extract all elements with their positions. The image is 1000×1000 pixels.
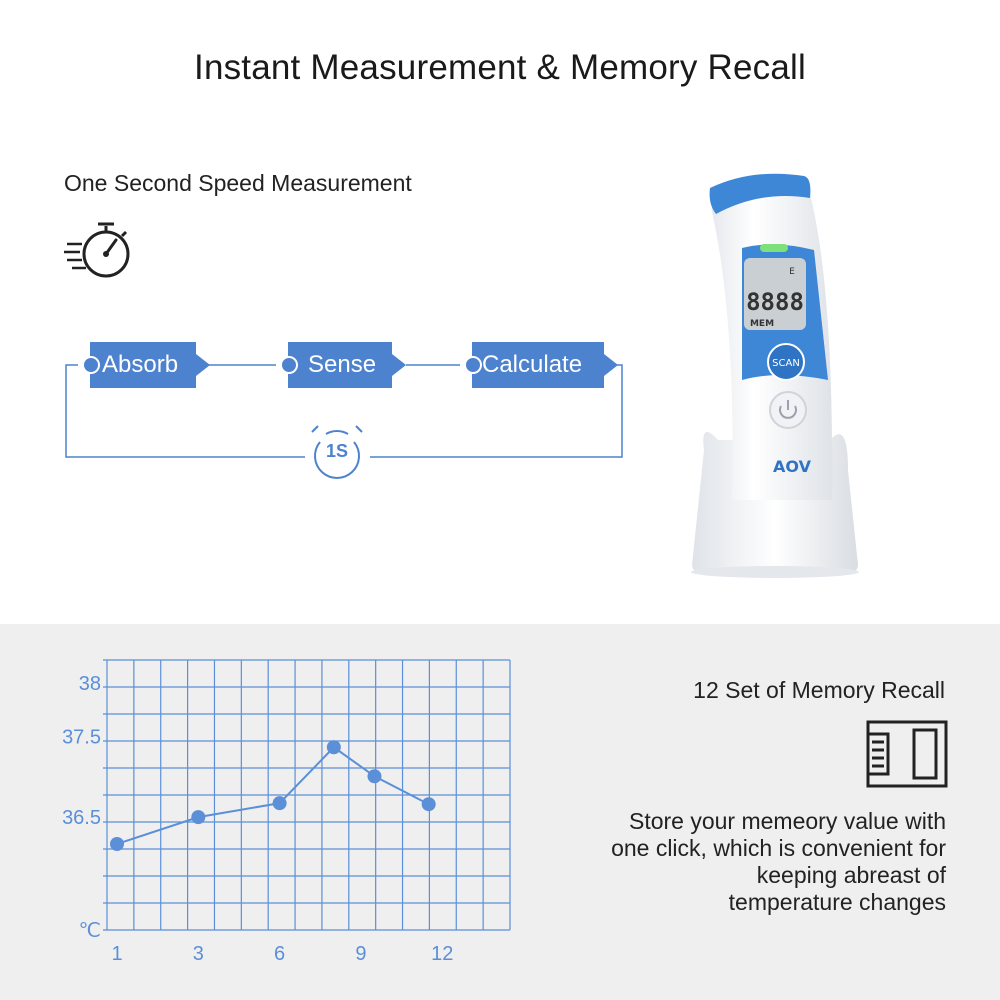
- x-tick-label: 9: [355, 943, 366, 965]
- y-tick-label: 38: [79, 673, 101, 695]
- data-point: [272, 796, 287, 811]
- power-icon: [779, 405, 797, 419]
- memory-desc-line: temperature changes: [728, 889, 946, 915]
- stopwatch-icon: [64, 222, 130, 278]
- timer-badge: 1S: [308, 422, 366, 480]
- data-point: [326, 740, 341, 755]
- x-tick-label: 3: [193, 943, 204, 965]
- step-absorb: Absorb: [82, 342, 210, 388]
- step-dot: [464, 356, 482, 374]
- step-sense: Sense: [280, 342, 406, 388]
- y-tick-label: 37.5: [62, 727, 101, 749]
- main-title: Instant Measurement & Memory Recall: [194, 48, 806, 87]
- lcd-unit: E: [789, 267, 795, 277]
- memory-desc-line: Store your memeory value with: [628, 808, 946, 834]
- brand-logo: AOV: [773, 457, 812, 476]
- step-dot: [82, 356, 100, 374]
- data-point: [367, 769, 382, 784]
- x-tick-label: 12: [431, 943, 453, 965]
- memory-title: 12 Set of Memory Recall: [693, 677, 945, 703]
- data-point: [110, 837, 124, 851]
- data-point: [191, 810, 206, 825]
- lcd-digits: 8888: [746, 288, 804, 316]
- timer-badge-label: 1S: [325, 441, 349, 461]
- y-tick-label: ℃: [79, 920, 101, 942]
- memory-description: Store your memeory value with one click,…: [506, 808, 946, 916]
- lcd-screen: [744, 258, 806, 330]
- x-tick-label: 1: [111, 943, 122, 965]
- thermometer-device: 8888 MEM E SCAN AOV: [691, 173, 859, 578]
- series-line: [116, 745, 430, 845]
- x-tick-label: 6: [274, 943, 285, 965]
- scan-button: [767, 343, 805, 381]
- speed-title: One Second Speed Measurement: [64, 170, 412, 196]
- step-dot: [280, 356, 298, 374]
- y-tick-label: 36.5: [62, 807, 101, 829]
- data-point: [421, 797, 436, 812]
- timer-icon: [311, 425, 363, 479]
- temperature-chart: 1 3 6 9 12 38 37.5 36.5 ℃: [62, 659, 511, 965]
- memory-desc-line: one click, which is convenient for: [611, 835, 946, 861]
- process-flow: Absorb Sense Calculate 1S: [0, 330, 660, 500]
- step-label: Sense: [308, 351, 377, 378]
- scan-button-label: SCAN: [772, 358, 800, 369]
- memory-desc-line: keeping abreast of: [756, 862, 946, 888]
- step-calculate: Calculate: [464, 342, 618, 388]
- step-label: Calculate: [482, 351, 583, 378]
- step-label: Absorb: [102, 351, 179, 378]
- lcd-mem-label: MEM: [750, 319, 774, 329]
- memory-card-icon: [866, 720, 948, 788]
